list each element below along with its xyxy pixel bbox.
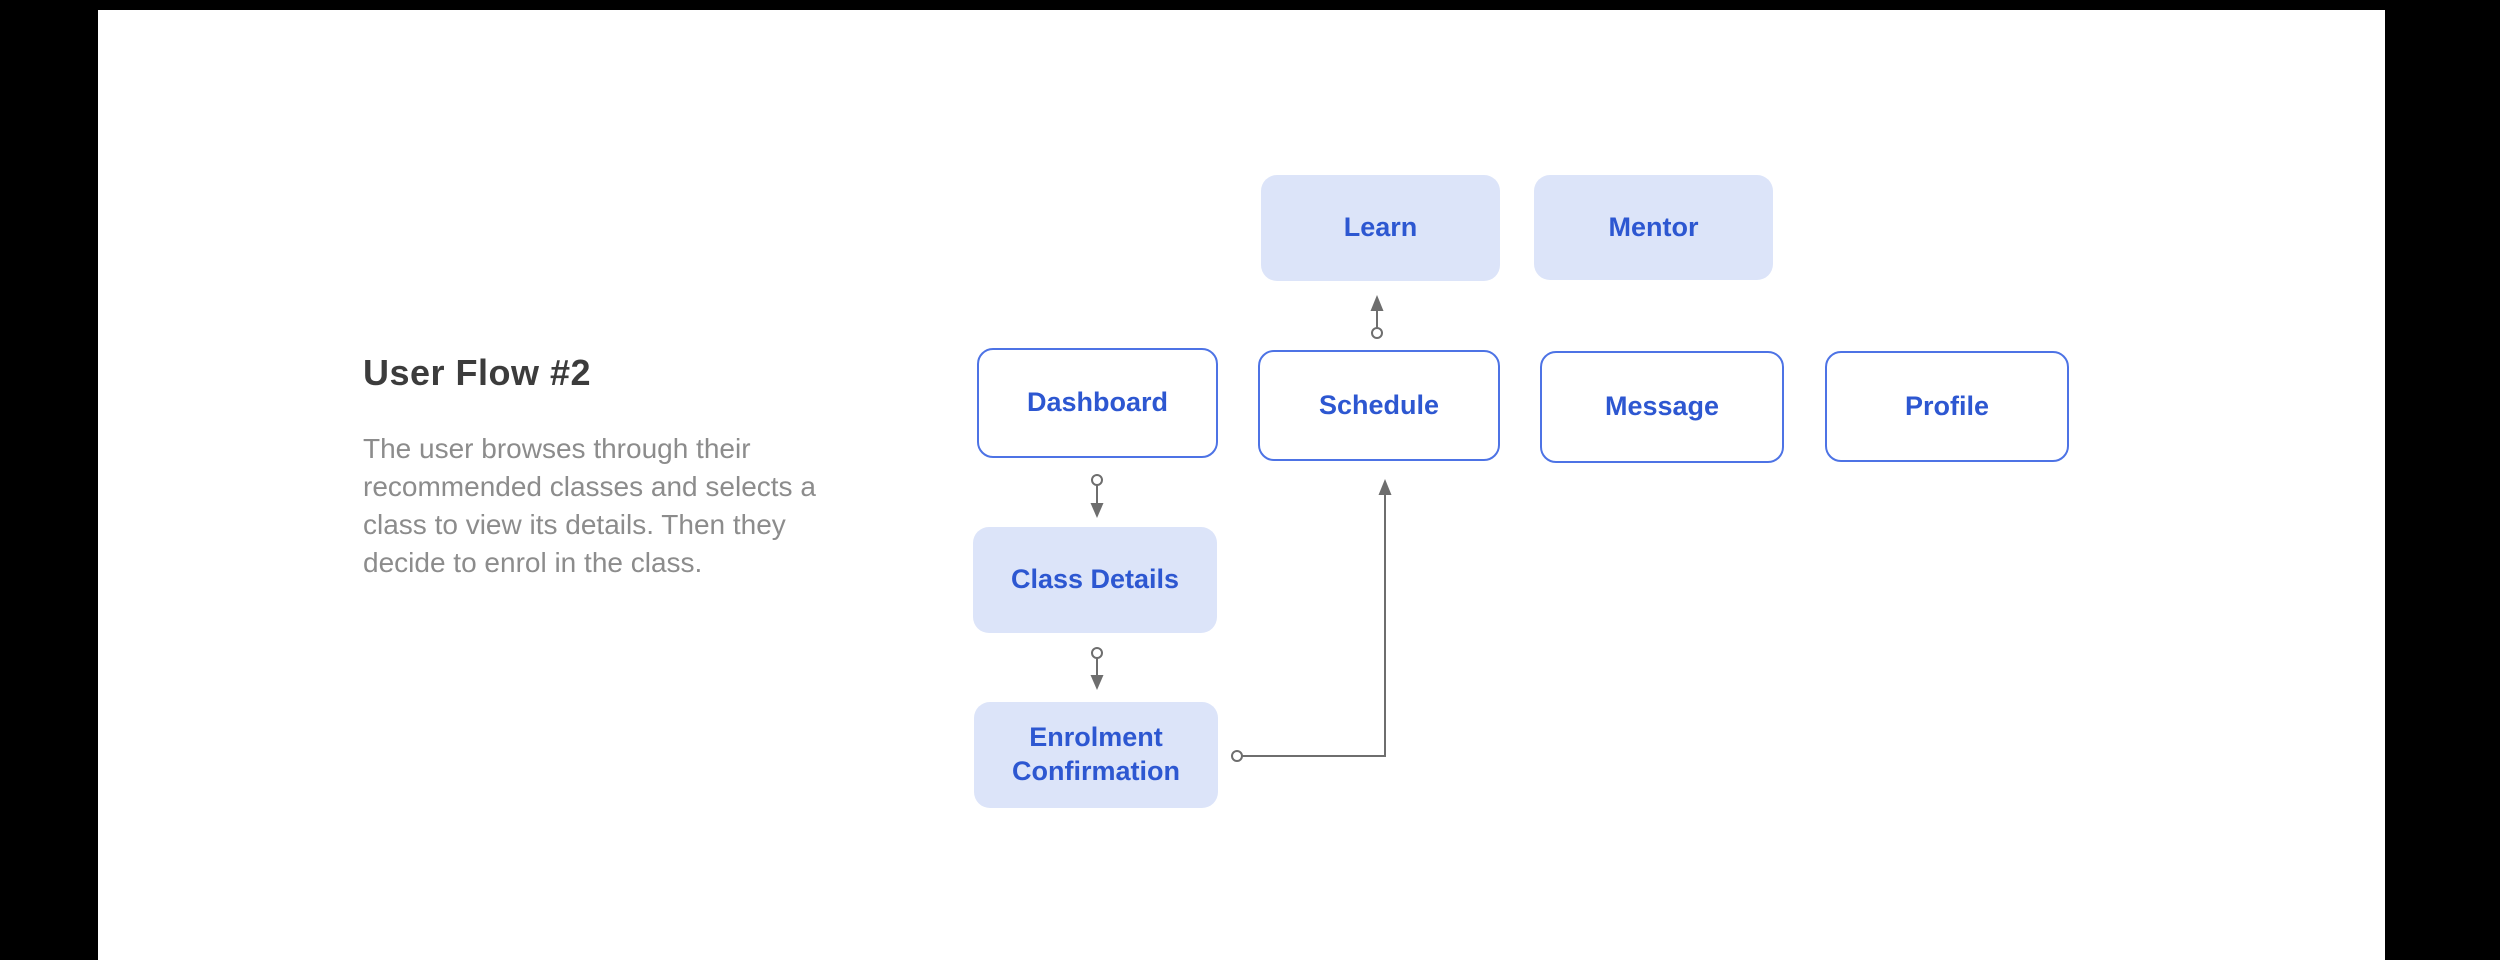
flow-node-learn: Learn — [1261, 175, 1500, 281]
flow-title: User Flow #2 — [363, 352, 592, 393]
flow-description: The user browses through their recommend… — [363, 433, 816, 578]
flow-node-mentor: Mentor — [1534, 175, 1773, 280]
flow-node-schedule: Schedule — [1258, 350, 1500, 461]
flow-node-profile: Profile — [1825, 351, 2069, 462]
flow-node-enrolment-confirmation: Enrolment Confirmation — [974, 702, 1218, 808]
flow-node-message: Message — [1540, 351, 1784, 463]
flow-node-class-details: Class Details — [973, 527, 1217, 633]
diagram-canvas — [98, 10, 2385, 960]
flow-node-dashboard: Dashboard — [977, 348, 1218, 458]
